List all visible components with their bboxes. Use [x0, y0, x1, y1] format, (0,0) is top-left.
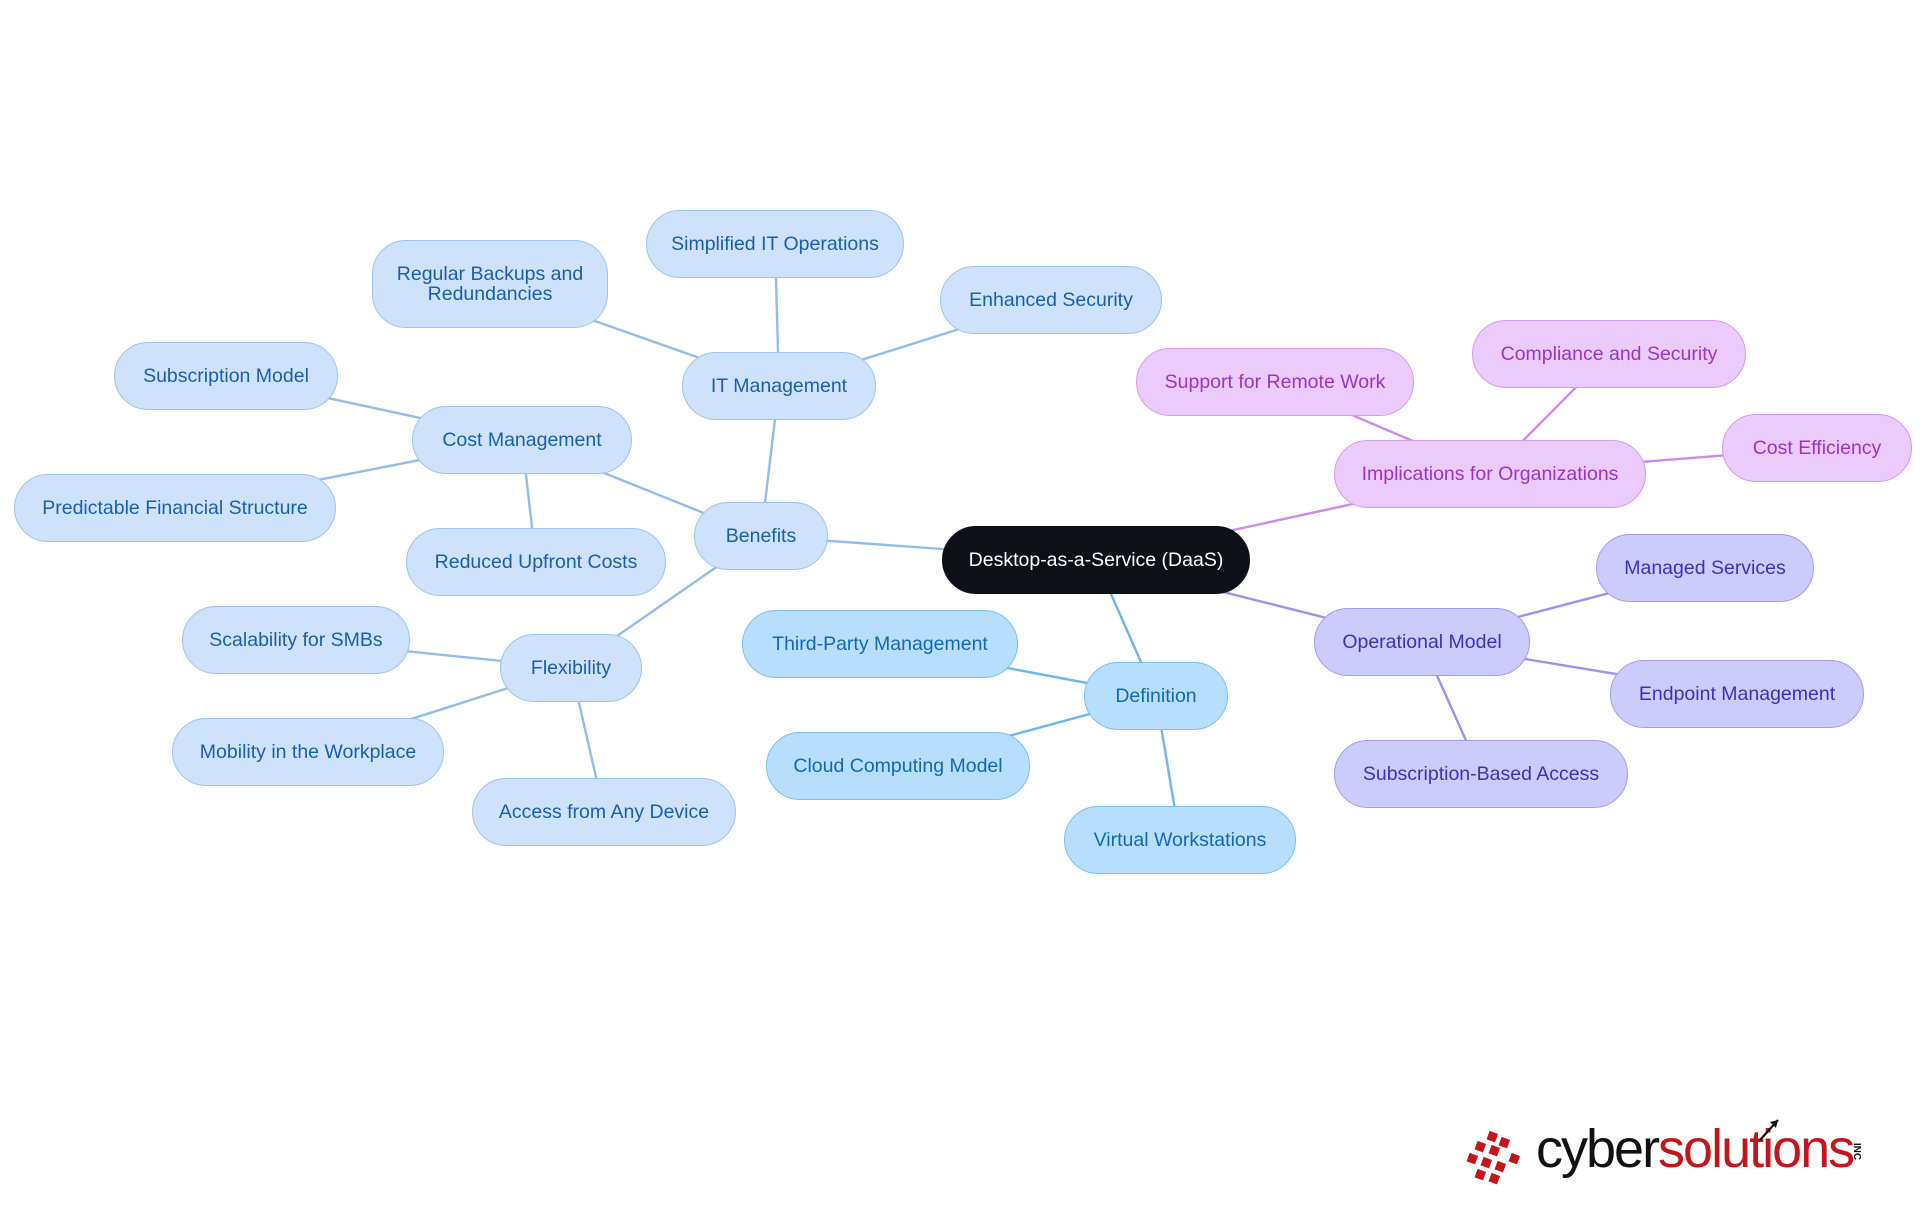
- logo-mark-icon: [1466, 1130, 1521, 1185]
- node-compliance-and-security[interactable]: Compliance and Security: [1472, 320, 1746, 388]
- node-it-management[interactable]: IT Management: [682, 352, 876, 420]
- node-definition[interactable]: Definition: [1084, 662, 1228, 730]
- node-mobility-in-workplace[interactable]: Mobility in the Workplace: [172, 718, 444, 786]
- logo-wordmark: cybersolutions: [1536, 1119, 1855, 1179]
- node-enhanced-security[interactable]: Enhanced Security: [940, 266, 1162, 334]
- node-cloud-computing-model[interactable]: Cloud Computing Model: [766, 732, 1030, 800]
- node-third-party-management[interactable]: Third-Party Management: [742, 610, 1018, 678]
- logo-arrow-icon: [1759, 1119, 1779, 1141]
- node-simplified-it-operations[interactable]: Simplified IT Operations: [646, 210, 904, 278]
- root-node[interactable]: Desktop-as-a-Service (DaaS): [942, 526, 1250, 594]
- node-predictable-financial-structure[interactable]: Predictable Financial Structure: [14, 474, 336, 542]
- node-subscription-based-access[interactable]: Subscription-Based Access: [1334, 740, 1628, 808]
- node-support-for-remote-work[interactable]: Support for Remote Work: [1136, 348, 1414, 416]
- node-operational-model[interactable]: Operational Model: [1314, 608, 1530, 676]
- node-subscription-model[interactable]: Subscription Model: [114, 342, 338, 410]
- logo-inc-text: INC: [1851, 1142, 1863, 1161]
- node-cost-management[interactable]: Cost Management: [412, 406, 632, 474]
- node-flexibility[interactable]: Flexibility: [500, 634, 642, 702]
- node-benefits[interactable]: Benefits: [694, 502, 828, 570]
- node-managed-services[interactable]: Managed Services: [1596, 534, 1814, 602]
- node-cost-efficiency[interactable]: Cost Efficiency: [1722, 414, 1912, 482]
- logo-cyber-text: cyber: [1536, 1119, 1660, 1179]
- node-reduced-upfront-costs[interactable]: Reduced Upfront Costs: [406, 528, 666, 596]
- node-scalability-for-smbs[interactable]: Scalability for SMBs: [182, 606, 410, 674]
- logo-solutions-text: solutions: [1658, 1119, 1855, 1179]
- node-virtual-workstations[interactable]: Virtual Workstations: [1064, 806, 1296, 874]
- node-endpoint-management[interactable]: Endpoint Management: [1610, 660, 1864, 728]
- node-implications-for-organizations[interactable]: Implications for Organizations: [1334, 440, 1646, 508]
- node-regular-backups[interactable]: Regular Backups and Redundancies: [372, 240, 608, 328]
- cybersolutions-logo: cybersolutions INC: [1466, 1119, 1866, 1200]
- node-access-from-any-device[interactable]: Access from Any Device: [472, 778, 736, 846]
